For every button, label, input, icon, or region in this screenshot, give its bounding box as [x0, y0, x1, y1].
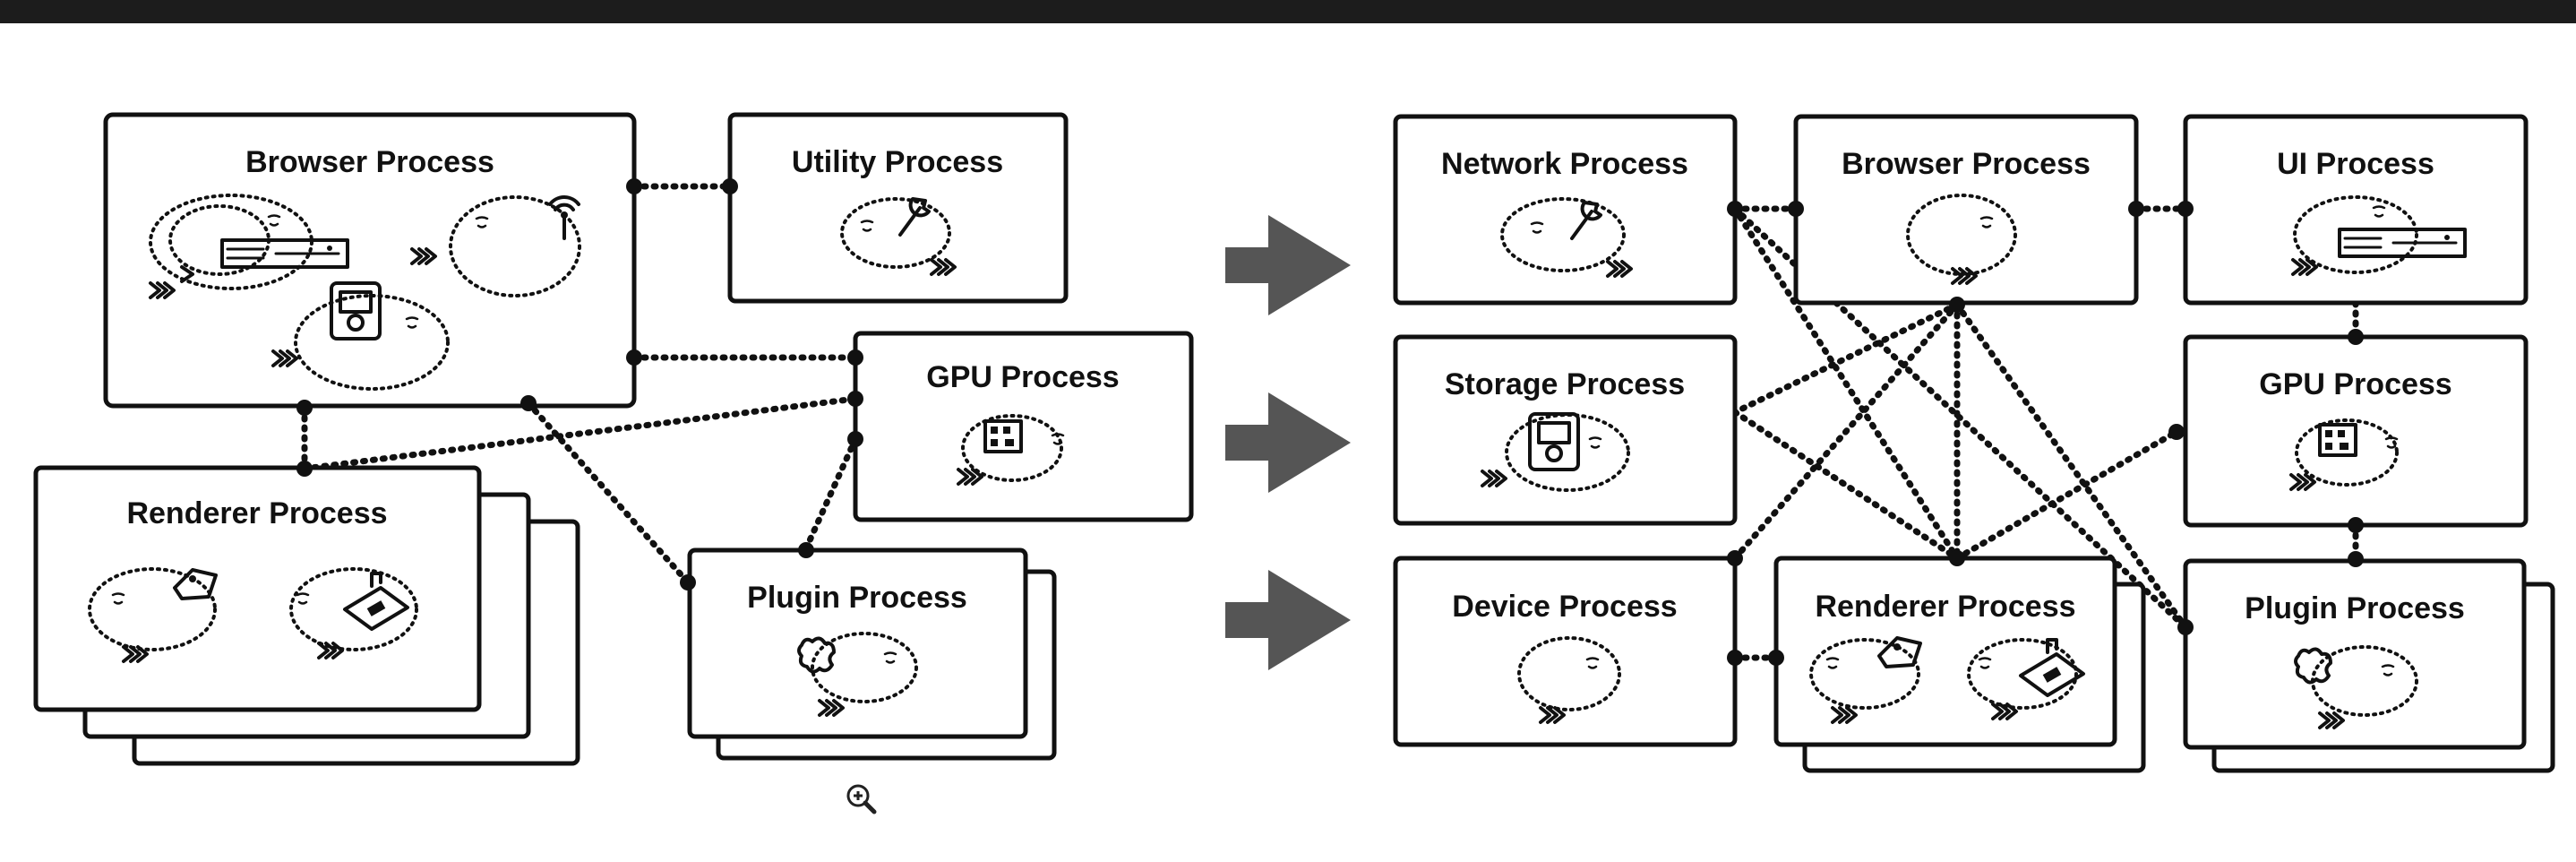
right-plugin-process-stack: Plugin Process: [2183, 558, 2555, 773]
right-ui-process-label: UI Process: [2277, 147, 2434, 181]
left-connector-dots: [296, 178, 863, 590]
right-network-process-label: Network Process: [1441, 147, 1688, 181]
right-browser-process-label: Browser Process: [1842, 147, 2091, 181]
right-device-process-box: Device Process: [1393, 556, 1738, 747]
left-utility-process-label: Utility Process: [792, 145, 1003, 179]
connector-renderer-gpu: [1953, 428, 2180, 562]
arrow-right-icon: [1225, 392, 1351, 493]
connector-renderer-gpu: [301, 395, 859, 472]
left-renderer-process-label: Renderer Process: [126, 496, 387, 530]
connector-network-renderer: [1731, 205, 1961, 562]
left-browser-process-box: Browser Process: [103, 112, 637, 409]
left-plugin-process-label: Plugin Process: [747, 581, 967, 615]
connector-browser-device: [1731, 301, 1961, 562]
left-browser-process-illustration: [149, 194, 581, 391]
connector-browser-plugin: [525, 400, 691, 586]
diagram-canvas: Browser Process Utility Process GPU Proc…: [0, 23, 2576, 862]
right-device-process-label: Device Process: [1452, 590, 1677, 624]
left-connectors: [301, 183, 859, 586]
zoom-in-icon[interactable]: [846, 784, 877, 815]
arrow-right-icon: [1225, 215, 1351, 315]
right-network-process-box: Network Process: [1393, 114, 1738, 306]
transition-arrows: [1225, 215, 1351, 670]
right-gpu-process-box: GPU Process: [2183, 334, 2529, 528]
right-ui-process-box: UI Process: [2183, 114, 2529, 306]
left-browser-process-label: Browser Process: [245, 145, 494, 179]
right-browser-process-box: Browser Process: [1793, 114, 2139, 306]
architecture-diagram: Browser Process Utility Process GPU Proc…: [33, 112, 2555, 815]
connector-browser-storage: [1731, 301, 1961, 416]
right-connector-dots: [1727, 201, 2364, 666]
connector-gpu-plugin: [803, 435, 859, 552]
left-gpu-process-box: GPU Process: [853, 331, 1194, 522]
connector-browser-plugin: [1953, 301, 2189, 631]
arrow-right-icon: [1225, 570, 1351, 670]
right-renderer-process-stack: Renderer Process: [1773, 556, 2146, 773]
viewer-top-bar: [0, 0, 2576, 23]
right-storage-process-box: Storage Process: [1393, 334, 1738, 526]
right-plugin-process-label: Plugin Process: [2245, 591, 2465, 625]
left-renderer-process-stack: Renderer Process: [33, 465, 580, 766]
connector-storage-renderer: [1731, 409, 1961, 562]
left-utility-process-box: Utility Process: [727, 112, 1069, 304]
left-gpu-process-label: GPU Process: [926, 360, 1119, 394]
left-plugin-process-stack: Plugin Process: [687, 547, 1057, 761]
right-renderer-process-label: Renderer Process: [1815, 590, 2075, 624]
right-storage-process-label: Storage Process: [1445, 367, 1685, 401]
right-gpu-process-label: GPU Process: [2259, 367, 2451, 401]
